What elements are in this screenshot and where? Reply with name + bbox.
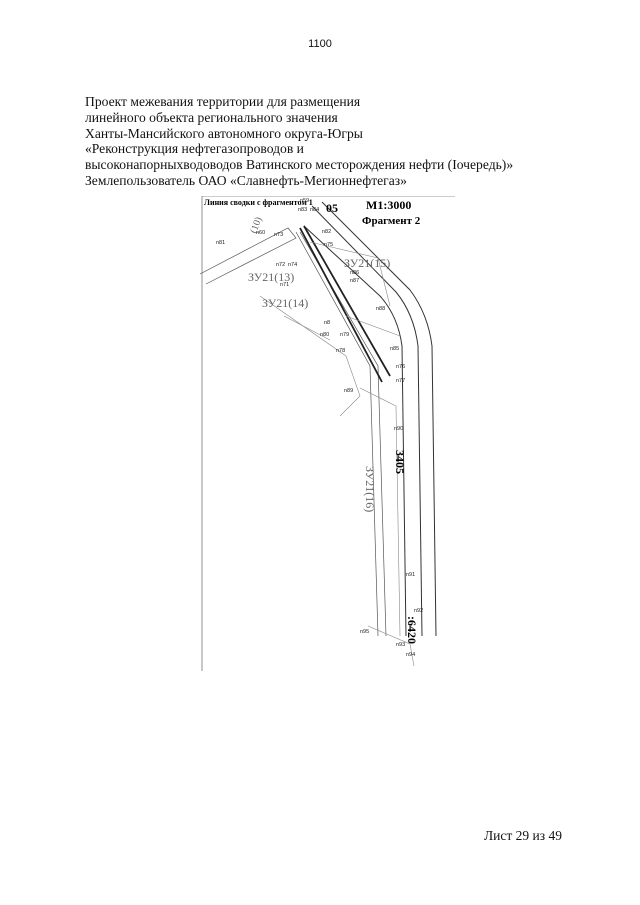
point-label: n79	[340, 332, 349, 338]
point-label: n92	[414, 608, 423, 614]
point-label: n82	[322, 229, 331, 235]
point-label: n73	[274, 232, 283, 238]
point-label: n75	[324, 242, 333, 248]
heading-line: Ханты-Мансийского автономного округа-Югр…	[85, 125, 363, 141]
document-heading: Проект межевания территории для размещен…	[85, 94, 605, 189]
page-number: 1100	[308, 38, 332, 50]
point-label: n91	[406, 572, 415, 578]
point-label: n83	[298, 207, 307, 213]
point-label: n81	[216, 240, 225, 246]
heading-line: высоконапорныхводоводов Ватинского место…	[85, 157, 514, 173]
cadastral-code: :6420	[405, 616, 419, 644]
point-label: n80	[320, 332, 329, 338]
heading-line: Проект межевания территории для размещен…	[85, 94, 361, 109]
point-label: n85	[390, 346, 399, 352]
point-label: n59	[300, 198, 309, 204]
point-label: n71	[280, 282, 289, 288]
plot-label: ЗУ21(16)	[363, 466, 377, 512]
scale-label: M1:3000	[366, 198, 411, 212]
point-label: n74	[288, 262, 297, 268]
point-label: n77	[396, 378, 405, 384]
point-label: n84	[310, 207, 319, 213]
point-label: n94	[406, 652, 415, 658]
plot-label: ЗУ21(13)	[248, 270, 294, 284]
point-label: n95	[360, 629, 369, 635]
match-line-label: Линия сводки с фрагментом 1	[204, 198, 313, 207]
heading-line: «Реконструкция нефтегазопроводов и	[85, 141, 304, 157]
fragment-label: Фрагмент 2	[362, 215, 421, 227]
heading-line: Землепользователь ОАО «Славнефть-Мегионн…	[85, 172, 407, 188]
sheet-counter: Лист 29 из 49	[484, 828, 562, 843]
point-label: n93	[396, 642, 405, 648]
cadastral-code: 05	[326, 201, 338, 215]
plot-label: (10)	[248, 216, 264, 235]
plot-label: ЗУ21(14)	[262, 296, 308, 310]
point-label: n78	[336, 348, 345, 354]
point-label: n76	[396, 364, 405, 370]
cadastral-code: 3405	[393, 450, 407, 474]
point-label: n87	[350, 278, 359, 284]
point-label: n8	[324, 320, 330, 326]
plot-label: ЗУ21(15)	[344, 256, 390, 270]
point-label: n89	[344, 388, 353, 394]
heading-line: линейного объекта регионального значения	[85, 109, 338, 125]
point-label: n60	[256, 230, 265, 236]
point-label: n72	[276, 262, 285, 268]
survey-plan-drawing: M1:3000 Фрагмент 2 Линия сводки с фрагме…	[200, 196, 455, 671]
point-label: n86	[350, 270, 359, 276]
point-label: n90	[394, 426, 403, 432]
point-label: n88	[376, 306, 385, 312]
survey-plan-fragment: M1:3000 Фрагмент 2 Линия сводки с фрагме…	[200, 196, 460, 671]
